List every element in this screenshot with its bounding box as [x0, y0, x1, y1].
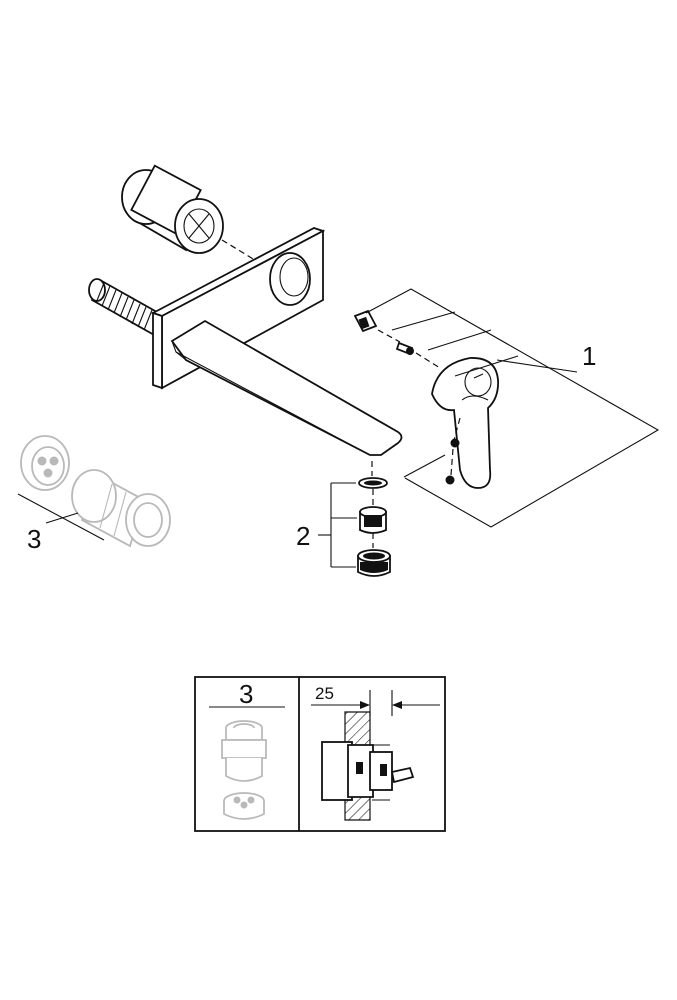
connector-fitting [353, 309, 378, 333]
grub-screw [395, 341, 414, 356]
callout-label-cartridge-kit: 3 [27, 524, 41, 554]
callout-bracket-2 [318, 482, 357, 568]
cover-sleeve [121, 164, 224, 254]
aerator-housing [357, 549, 391, 577]
threaded-pipe [88, 278, 166, 338]
handle-screws [445, 438, 460, 485]
detail-installation-section: 25 [311, 684, 440, 821]
axis-line-connector [377, 329, 401, 343]
detail-cartridge-icon [221, 720, 267, 820]
lever-handle [431, 357, 499, 489]
dimension-label: 25 [315, 684, 334, 703]
aerator-gasket [358, 477, 388, 489]
detail-box [194, 676, 446, 832]
cartridge-ghost [20, 435, 171, 548]
aerator-insert [359, 506, 387, 534]
callout-bracket-1 [365, 288, 660, 528]
callout-bracket-3 [17, 493, 105, 541]
callout-label-aerator-kit: 2 [296, 521, 310, 551]
axis-line-screw [415, 352, 441, 369]
spout [170, 319, 403, 456]
axis-line-handle [453, 417, 461, 441]
detail-cartridge-label: 3 [239, 679, 253, 709]
callout-label-handle-kit: 1 [582, 341, 596, 371]
